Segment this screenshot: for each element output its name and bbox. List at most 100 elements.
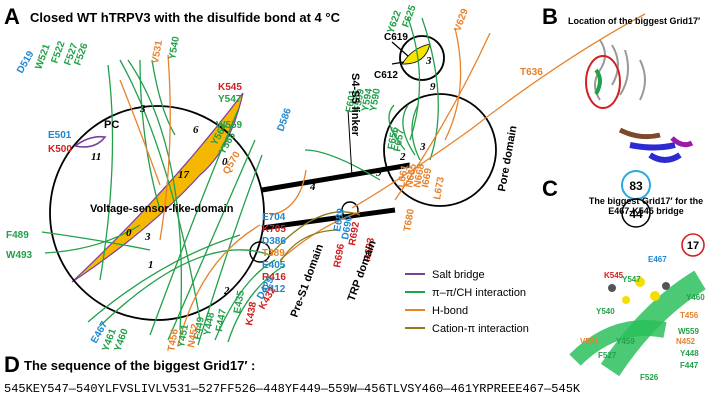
residue-t389: T389 (262, 248, 285, 259)
svg-text:11: 11 (91, 151, 101, 163)
s4s5-linker-line (261, 162, 411, 193)
panel-d-letter: D (4, 352, 20, 377)
svg-text:3: 3 (144, 231, 151, 243)
residue-w493: W493 (6, 250, 33, 261)
selectivity-loop (399, 35, 445, 81)
svg-text:2: 2 (223, 285, 230, 297)
panel-d-title: The sequence of the biggest Grid17′ : (24, 358, 256, 373)
panel-c-label-y448: Y448 (680, 349, 699, 358)
residue-v629: V629 (452, 7, 470, 33)
residue-t456: T456 (166, 328, 181, 353)
residue-l673: L673 (432, 176, 447, 201)
residue-d586: D586 (275, 106, 294, 133)
panel-a-letter: A (4, 4, 20, 29)
residue-e704: E704 (262, 212, 286, 223)
residue-r692: R692 (347, 221, 362, 247)
residue-k705: K705 (262, 224, 286, 235)
svg-text:17: 17 (178, 169, 190, 181)
panel-c-letter: C (542, 176, 558, 201)
residue-d386: D386 (262, 236, 286, 247)
panel-c-label-w559: W559 (678, 327, 699, 336)
svg-text:3: 3 (139, 103, 146, 115)
residue-y540: Y540 (167, 35, 182, 60)
residue-f449: F449 (192, 316, 207, 341)
svg-text:9: 9 (430, 81, 436, 93)
svg-text:83: 83 (629, 179, 643, 193)
panel-c-label-f447: F447 (680, 361, 699, 370)
svg-text:17: 17 (687, 240, 699, 252)
vsld-circle (49, 105, 265, 321)
svg-text:9: 9 (376, 167, 382, 179)
residue-e689: E689 (332, 207, 347, 232)
residue-w521: W521 (33, 42, 52, 71)
residue-y594: Y594 (360, 87, 375, 112)
residue-f625: F625 (400, 3, 418, 29)
svg-text:0: 0 (222, 156, 228, 168)
residue-f599: F599 (352, 88, 367, 113)
residue-e412: E412 (262, 284, 286, 295)
residue-f489: F489 (6, 230, 29, 241)
residue-e435: E435 (232, 289, 247, 314)
panel-b-structure (585, 39, 694, 163)
residue-t636: T636 (520, 67, 543, 78)
vsld-label: Voltage-sensor-like-domain (90, 203, 234, 215)
residue-f656: F656 (386, 126, 401, 151)
pore-label: Pore domain (496, 125, 519, 193)
panel-c-label-n452: N452 (676, 337, 696, 346)
panel-c-title: The biggest Grid17′ for the E467-K545 br… (588, 196, 704, 216)
panel-c-label-e467: E467 (648, 255, 667, 264)
pre-s1-label: Pre-S1 domain (289, 242, 327, 319)
panel-b-letter: B (542, 4, 558, 29)
panel-c-label-y547: Y547 (622, 275, 641, 284)
residue-k500: K500 (48, 144, 72, 155)
residue-f601: F601 (344, 89, 359, 114)
residue-t680: T680 (402, 208, 417, 233)
residue-r696: R696 (332, 243, 347, 269)
residue-l661: L661 (396, 164, 411, 189)
panel-c-label-y459: Y459 (616, 337, 635, 346)
panel-a-title: Closed WT hTRPV3 with the disulfide bond… (30, 10, 340, 25)
svg-text:3: 3 (419, 141, 426, 153)
panel-c-structure: 17 (569, 233, 710, 377)
residue-r416: R416 (262, 272, 286, 283)
svg-text:H-bond: H-bond (432, 305, 468, 317)
panel-b-title: Location of the biggest Grid17′ (568, 16, 701, 26)
residue-c619: C619 (384, 32, 408, 43)
residue-f657: F657 (392, 128, 407, 153)
panel-c-label-y460: Y460 (686, 293, 705, 302)
panel-c-label-k545: K545 (604, 271, 624, 280)
residue-w559: W559 (216, 120, 243, 131)
panel-c-label-v531: V531 (580, 337, 599, 346)
panel-c-label-t456: T456 (680, 311, 699, 320)
svg-text:Salt bridge: Salt bridge (432, 269, 485, 281)
residue-k438: K438 (244, 301, 259, 327)
residue-n668: N668 (412, 163, 427, 189)
residue-y448: Y448 (202, 311, 217, 336)
svg-text:π–π/CH interaction: π–π/CH interaction (432, 287, 526, 299)
panel-c-label-f526: F526 (640, 373, 659, 380)
grid-17-region (71, 92, 244, 283)
svg-text:1: 1 (148, 259, 154, 271)
residue-d690: D690 (340, 215, 355, 241)
residue-y547: Y547 (218, 94, 242, 105)
residue-f447: F447 (214, 308, 229, 333)
residue-c612: C612 (374, 70, 398, 81)
residue-v531: V531 (150, 39, 165, 64)
panel-c-label-f527: F527 (598, 351, 617, 360)
residue-y590: Y590 (368, 87, 383, 112)
residue-y451: Y451 (176, 323, 191, 348)
svg-text:4: 4 (309, 181, 316, 193)
residue-e501: E501 (48, 130, 72, 141)
pc-label: PC (104, 119, 119, 131)
residue-e405: E405 (262, 260, 286, 271)
svg-text:2: 2 (399, 151, 406, 163)
residue-n665: N665 (404, 163, 419, 189)
sequence-line: 545KEY547—540YLFVSLIVLV531—527FF526—448Y… (4, 382, 581, 396)
panel-c-label-y540: Y540 (596, 307, 615, 316)
residue-r693: R693 (362, 237, 377, 263)
badge-44 (621, 198, 651, 228)
loop-numbers: 11 17 0 3 6 0 3 1 2 4 9 2 3 9 3 (91, 55, 436, 297)
